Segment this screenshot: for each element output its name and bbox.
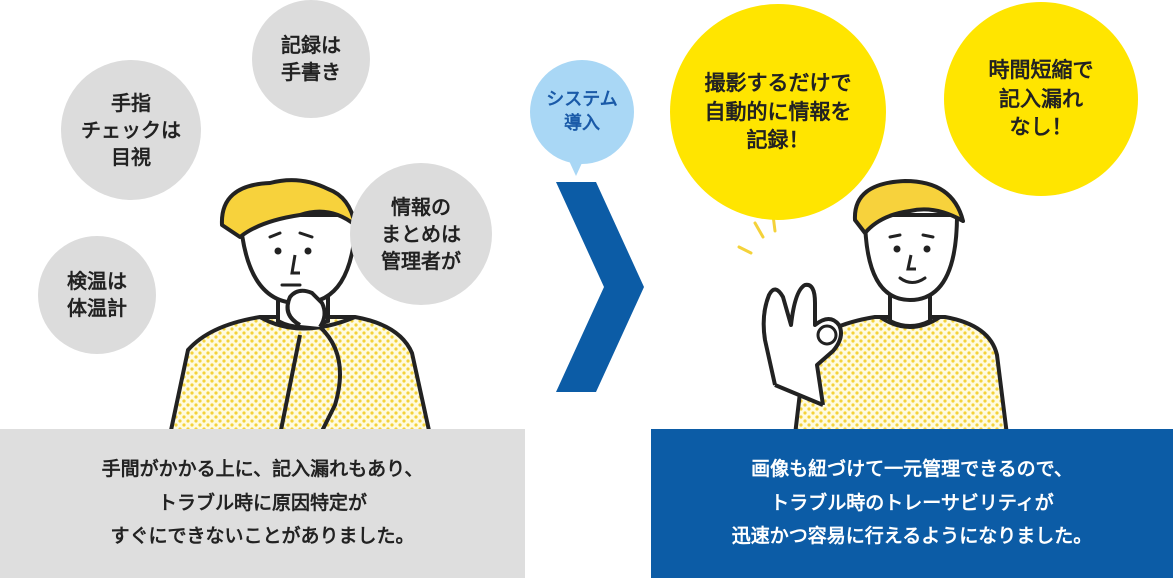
thought-line: 管理者が [381,248,461,273]
ok-sign-person-illustration [737,179,1009,435]
thought-bubble-temperature: 検温は 体温計 [38,236,156,354]
thought-line: 記録は [281,33,341,57]
thought-line: チェックは [81,117,181,142]
thought-line: 検温は [67,269,127,293]
benefit-line: 撮影するだけで [704,71,852,96]
caption-line: トラブル時のトレーサビリティが [770,491,1054,514]
thought-line: 目視 [111,144,151,169]
caption-line: すぐにできないことがありました。 [110,525,415,548]
after-caption-panel: 画像も紐づけて一元管理できるので、 トラブル時のトレーサビリティが 迅速かつ容易… [651,429,1173,578]
benefit-line: 自動的に情報を [704,99,852,124]
thought-line: まとめは [381,221,461,246]
caption-line: 迅速かつ容易に行えるようになりました。 [731,525,1093,548]
thought-line: 手書き [281,60,341,84]
system-introduction-bubble: システム 導入 [530,60,634,164]
benefit-bubble-auto-record: 撮影するだけで 自動的に情報を 記録！ [670,4,886,220]
caption-line: 手間がかかる上に、記入漏れもあり、 [101,457,424,480]
worried-person-illustration [168,178,432,435]
thought-line: 手指 [111,90,151,115]
thought-bubble-admin: 情報の まとめは 管理者が [350,163,492,305]
chevron-right-icon [556,182,644,392]
caption-line: 画像も紐づけて一元管理できるので、 [751,457,1073,480]
before-caption-panel: 手間がかかる上に、記入漏れもあり、 トラブル時に原因特定が すぐにできないことが… [0,429,525,578]
benefit-line: 記入漏れ [999,86,1083,111]
caption-line: トラブル時に原因特定が [157,491,367,514]
benefit-bubble-time-saving: 時間短縮で 記入漏れ なし！ [944,2,1138,196]
thought-line: 情報の [391,194,451,219]
thought-bubble-finger-check: 手指 チェックは 目視 [61,60,201,200]
system-label-line: 導入 [564,113,600,134]
thought-line: 体温計 [67,296,127,320]
system-label-line: システム [546,88,618,110]
benefit-line: 時間短縮で [988,58,1094,83]
benefit-line: なし！ [1009,115,1073,140]
benefit-line: 記録！ [746,128,810,153]
thought-bubble-handwritten: 記録は 手書き [252,0,370,118]
